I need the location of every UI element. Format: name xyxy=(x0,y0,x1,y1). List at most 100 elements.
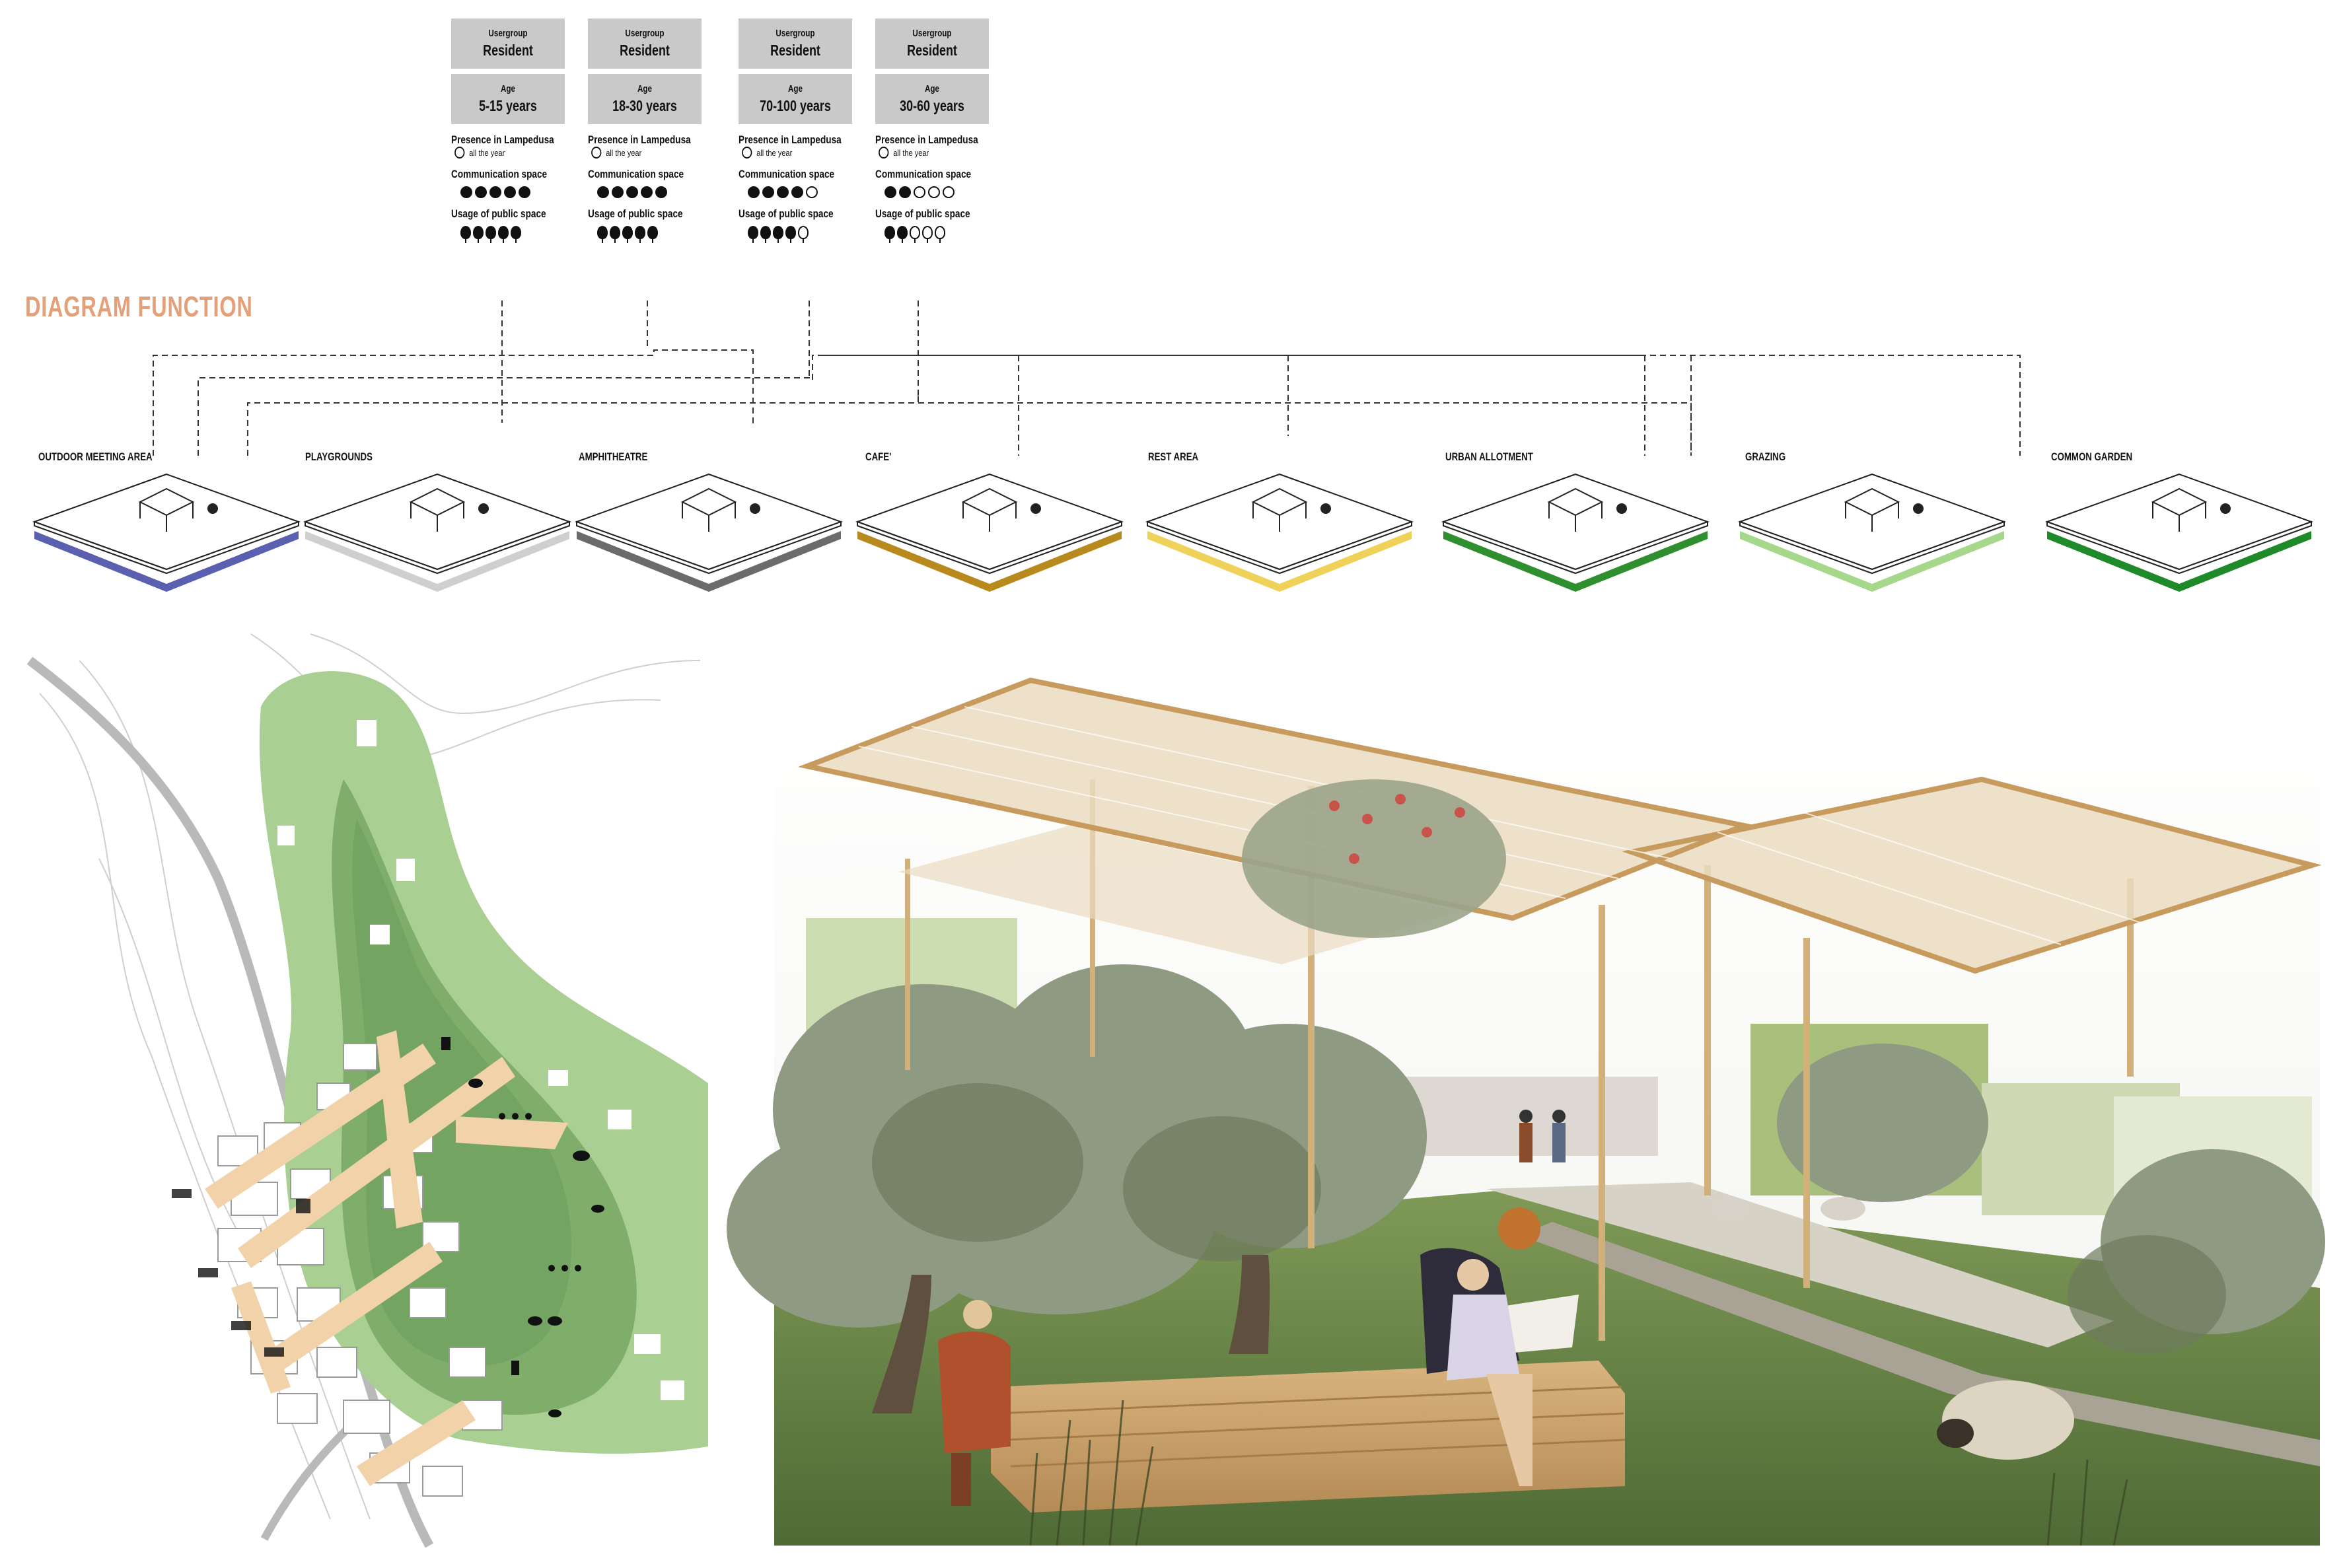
presence-value-row: all the year xyxy=(739,147,835,159)
function-label: OUTDOOR MEETING AREA xyxy=(38,450,153,463)
usage-label: Usage of public space xyxy=(739,207,834,220)
tree-rating-icon xyxy=(473,226,484,243)
rating-dot-icon xyxy=(504,186,516,198)
function-label: CAFE' xyxy=(865,450,892,463)
usergroup-value: Resident xyxy=(770,42,820,59)
function-tiles xyxy=(32,473,2313,592)
rating-dot-icon xyxy=(943,186,955,198)
usergroup-label: Usergroup xyxy=(912,28,952,39)
function-tile-icon xyxy=(2151,487,2231,532)
presence-value: all the year xyxy=(893,147,929,158)
usergroup-box: Usergroup Resident xyxy=(588,18,702,69)
tree-rating-icon xyxy=(460,226,471,243)
tree-rating-icon xyxy=(748,226,758,243)
tree-rating-icon xyxy=(486,226,496,243)
rating-dot-icon xyxy=(762,186,774,198)
tree-rating-icon xyxy=(647,226,658,243)
usage-label: Usage of public space xyxy=(451,207,546,220)
age-box: Age 30-60 years xyxy=(875,74,989,124)
presence-label: Presence in Lampedusa xyxy=(875,133,978,146)
age-label: Age xyxy=(924,83,940,94)
presence-value-row: all the year xyxy=(451,147,548,159)
usergroup-box: Usergroup Resident xyxy=(739,18,852,69)
presence-value: all the year xyxy=(469,147,505,158)
usage-rating xyxy=(460,226,565,243)
usergroup-label: Usergroup xyxy=(625,28,665,39)
rating-dot-icon xyxy=(884,186,896,198)
rating-dot-icon xyxy=(777,186,789,198)
tree-rating-icon xyxy=(635,226,645,243)
site-map xyxy=(26,627,713,1552)
tree-rating-icon xyxy=(773,226,783,243)
function-tile xyxy=(855,473,1124,592)
communication-label: Communication space xyxy=(588,168,684,180)
rating-dot-icon xyxy=(899,186,911,198)
communication-label: Communication space xyxy=(451,168,548,180)
clock-icon xyxy=(591,147,602,159)
age-value: 30-60 years xyxy=(900,97,964,114)
usergroup-value: Resident xyxy=(620,42,670,59)
function-tile xyxy=(575,473,843,592)
usage-label: Usage of public space xyxy=(588,207,683,220)
presence-value-row: all the year xyxy=(588,147,684,159)
communication-label: Communication space xyxy=(739,168,835,180)
rating-dot-icon xyxy=(806,186,818,198)
clock-icon xyxy=(879,147,889,159)
presence-label: Presence in Lampedusa xyxy=(588,133,691,146)
tree-rating-icon xyxy=(922,226,933,243)
rating-dot-icon xyxy=(475,186,487,198)
communication-rating xyxy=(748,186,852,198)
communication-rating xyxy=(460,186,565,198)
tree-rating-icon xyxy=(884,226,895,243)
function-tile xyxy=(32,473,301,592)
tree-rating-icon xyxy=(798,226,809,243)
age-value: 5-15 years xyxy=(479,97,537,114)
rating-dot-icon xyxy=(928,186,940,198)
usergroup-card: Usergroup Resident Age 18-30 years Prese… xyxy=(588,18,702,243)
communication-rating xyxy=(597,186,702,198)
usergroup-card: Usergroup Resident Age 30-60 years Prese… xyxy=(875,18,989,243)
usergroup-value: Resident xyxy=(483,42,533,59)
function-tile xyxy=(1738,473,2006,592)
function-tile-icon xyxy=(680,487,760,532)
usergroup-value: Resident xyxy=(907,42,957,59)
age-label: Age xyxy=(637,83,653,94)
usergroup-card: Usergroup Resident Age 70-100 years Pres… xyxy=(739,18,852,243)
age-value: 18-30 years xyxy=(612,97,677,114)
rating-dot-icon xyxy=(489,186,501,198)
clock-icon xyxy=(454,147,465,159)
rating-dot-icon xyxy=(791,186,803,198)
rating-dot-icon xyxy=(748,186,760,198)
rating-dot-icon xyxy=(612,186,624,198)
function-label: REST AREA xyxy=(1148,450,1199,463)
tree-rating-icon xyxy=(498,226,509,243)
rating-dot-icon xyxy=(641,186,653,198)
usage-rating xyxy=(748,226,852,243)
function-tile-icon xyxy=(409,487,489,532)
presence-label: Presence in Lampedusa xyxy=(451,133,554,146)
diagram-title: DIAGRAM FUNCTION xyxy=(25,291,253,323)
usergroup-label: Usergroup xyxy=(776,28,815,39)
function-label: PLAYGROUNDS xyxy=(305,450,373,463)
function-tile xyxy=(2045,473,2313,592)
function-tile xyxy=(1145,473,1414,592)
rating-dot-icon xyxy=(655,186,667,198)
connector-lines xyxy=(153,301,2021,456)
rating-dot-icon xyxy=(460,186,472,198)
usergroup-box: Usergroup Resident xyxy=(451,18,565,69)
clock-icon xyxy=(742,147,752,159)
usage-label: Usage of public space xyxy=(875,207,970,220)
perspective-render xyxy=(727,677,2325,1546)
tree-rating-icon xyxy=(785,226,796,243)
age-label: Age xyxy=(787,83,803,94)
age-box: Age 18-30 years xyxy=(588,74,702,124)
presence-label: Presence in Lampedusa xyxy=(739,133,842,146)
communication-rating xyxy=(884,186,989,198)
function-tile-icon xyxy=(961,487,1041,532)
function-tile-icon xyxy=(1844,487,1924,532)
function-label: URBAN ALLOTMENT xyxy=(1445,450,1533,463)
tree-rating-icon xyxy=(597,226,608,243)
communication-label: Communication space xyxy=(875,168,972,180)
tree-rating-icon xyxy=(511,226,521,243)
